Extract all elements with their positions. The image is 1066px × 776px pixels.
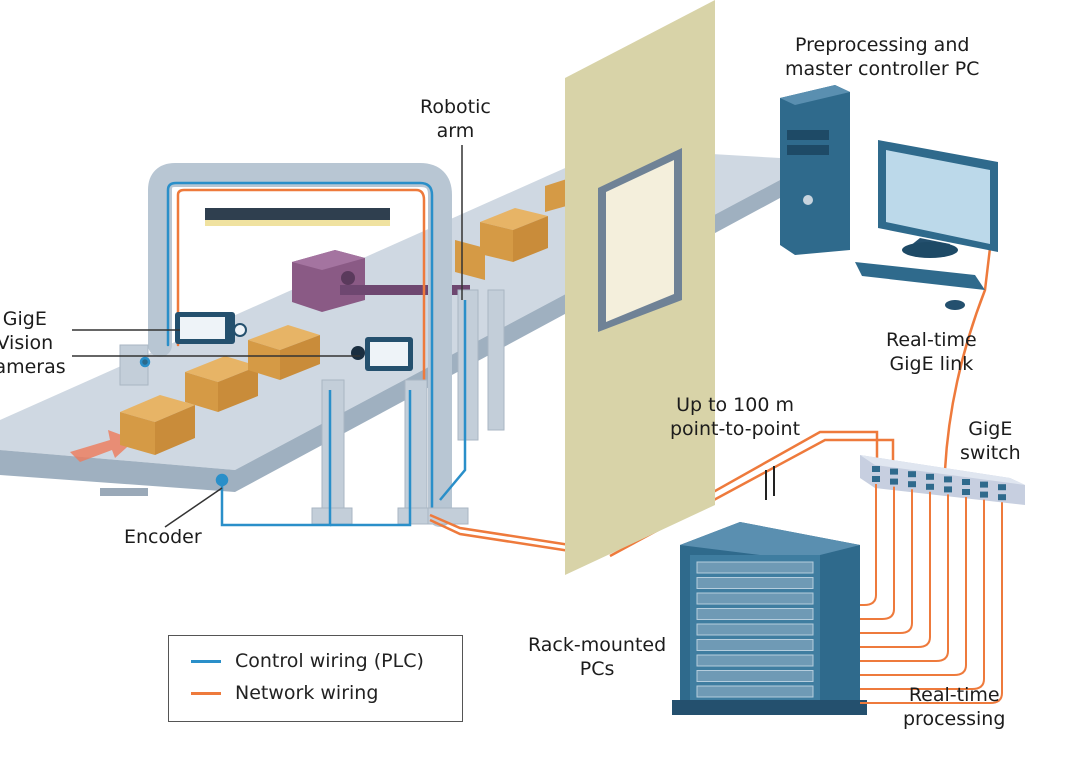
switch-port	[998, 494, 1006, 501]
gige-camera-left	[175, 312, 247, 344]
direction-arrow	[70, 430, 135, 462]
master-controller-pc	[780, 85, 850, 255]
rack-server-unit	[696, 608, 814, 620]
network-cable	[860, 484, 877, 606]
switch-port	[890, 468, 898, 475]
switch-port	[890, 478, 898, 485]
rack-server-unit	[696, 685, 814, 698]
callout-lines	[72, 145, 463, 528]
switch-port	[872, 476, 880, 482]
network-cable	[860, 486, 895, 620]
switch-port	[980, 481, 988, 488]
switch-port	[944, 486, 952, 493]
switch-port	[962, 479, 970, 485]
rack-server-unit	[696, 639, 814, 651]
network-cable	[860, 491, 931, 648]
rack-server-unit	[696, 670, 814, 682]
switch-port	[998, 484, 1006, 491]
legend-label: Control wiring (PLC)	[235, 650, 424, 672]
legend-item-control: Control wiring (PLC)	[191, 650, 424, 672]
switch-port	[980, 491, 988, 498]
rack-mounted-pcs	[672, 522, 867, 715]
switch-port	[962, 489, 970, 495]
network-wiring-swatch	[191, 691, 221, 695]
switch-port	[926, 483, 934, 490]
network-cable	[860, 489, 913, 634]
label-encoder: Encoder	[124, 526, 202, 548]
gige-camera-right	[351, 337, 413, 371]
control-wiring-swatch	[191, 659, 221, 663]
legend: Control wiring (PLC) Network wiring	[168, 635, 463, 722]
monitor	[855, 140, 998, 310]
camera-gantry	[148, 163, 452, 527]
rack-server-unit	[696, 577, 814, 589]
network-cable	[860, 499, 985, 690]
network-cable	[860, 502, 1003, 704]
switch-to-rack-wiring	[860, 484, 1003, 704]
wall-partition	[565, 0, 715, 575]
control-wiring	[139, 300, 467, 527]
product-boxes	[120, 178, 570, 455]
rack-server-unit	[696, 654, 814, 667]
rack-server-unit	[696, 592, 814, 605]
switch-port	[908, 481, 916, 488]
gige-switch	[860, 455, 1025, 505]
switch-port	[926, 473, 934, 480]
switch-port	[872, 466, 880, 472]
label-cameras: GigEVisioncameras	[0, 308, 66, 378]
legend-item-network: Network wiring	[191, 682, 378, 704]
network-cable	[860, 497, 967, 676]
rack-server-unit	[696, 561, 814, 574]
switch-port	[908, 471, 916, 478]
legend-label: Network wiring	[235, 682, 379, 704]
network-cable	[860, 494, 949, 662]
robotic-arm	[292, 250, 470, 312]
rack-server-unit	[696, 623, 814, 636]
switch-port	[944, 476, 952, 483]
